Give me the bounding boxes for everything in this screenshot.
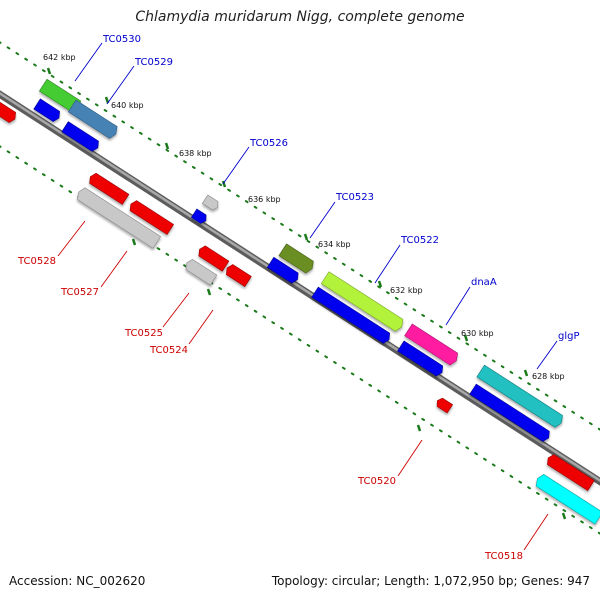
gene-label-reverse[interactable]: TC0525: [124, 328, 163, 339]
scale-label: 628 kbp: [532, 372, 565, 381]
cds-forward[interactable]: [266, 256, 300, 284]
cds-forward[interactable]: [190, 208, 208, 225]
gene-feature-olive[interactable]: [278, 243, 316, 275]
gene-feature-cyan[interactable]: [534, 473, 600, 525]
cds-reverse[interactable]: [87, 172, 130, 205]
gene-feature-red[interactable]: [0, 98, 18, 124]
accession-text: Accession: NC_002620: [9, 574, 146, 588]
gene-feature-gray[interactable]: [183, 258, 218, 286]
scale-label: 634 kbp: [318, 240, 351, 249]
cds-reverse[interactable]: [224, 263, 252, 287]
outer-tick-ring: [0, 41, 600, 431]
gene-label-forward[interactable]: TC0523: [335, 192, 374, 203]
scale-label: 640 kbp: [111, 101, 144, 110]
gene-label-forward[interactable]: dnaA: [471, 277, 497, 288]
inner-tick-ring: [0, 145, 600, 535]
gene-label-reverse[interactable]: TC0520: [357, 476, 396, 487]
gene-label-forward[interactable]: TC0529: [134, 57, 173, 68]
scale-label: 642 kbp: [43, 53, 76, 62]
cds-reverse[interactable]: [545, 453, 595, 492]
scale-label: 632 kbp: [390, 286, 423, 295]
forward-labels: TC0530 TC0529 TC0526 TC0523 TC0522 dnaA …: [102, 34, 580, 342]
gene-feature-pink[interactable]: [404, 323, 460, 367]
gene-feature-gray[interactable]: [75, 186, 162, 249]
cds-forward[interactable]: [61, 121, 101, 153]
gene-label-forward[interactable]: TC0530: [102, 34, 141, 45]
gene-label-reverse[interactable]: TC0518: [484, 551, 523, 562]
scale-label: 636 kbp: [248, 195, 281, 204]
scale-label: 638 kbp: [179, 149, 212, 158]
cds-forward[interactable]: [469, 383, 552, 443]
map-title: Chlamydia muridarum Nigg, complete genom…: [135, 9, 465, 25]
gene-features: [0, 78, 600, 525]
cds-reverse[interactable]: [196, 244, 230, 272]
forward-label-leaders: [74, 42, 558, 370]
genome-summary-text: Topology: circular; Length: 1,072,950 bp…: [271, 574, 590, 588]
gene-label-forward[interactable]: glgP: [558, 331, 580, 342]
gene-label-forward[interactable]: TC0522: [400, 235, 439, 246]
genome-backbone: [0, 90, 600, 486]
gene-feature-teal[interactable]: [476, 364, 565, 429]
cds-reverse[interactable]: [128, 199, 174, 235]
gene-feature-gray[interactable]: [201, 194, 220, 212]
reverse-label-leaders: [57, 220, 549, 551]
gene-label-forward[interactable]: TC0526: [249, 138, 288, 149]
scale-labels: 642 kbp 640 kbp 638 kbp 636 kbp 634 kbp …: [43, 53, 565, 381]
gene-feature-steelblue[interactable]: [67, 99, 119, 140]
gene-label-reverse[interactable]: TC0524: [149, 345, 188, 356]
cds-reverse[interactable]: [435, 396, 454, 414]
gene-label-reverse[interactable]: TC0527: [60, 287, 99, 298]
major-ticks: [46, 67, 567, 520]
reverse-labels: TC0528 TC0527 TC0525 TC0524 TC0520 TC051…: [17, 256, 523, 562]
cds-forward[interactable]: [397, 340, 446, 378]
cds-forward[interactable]: [311, 286, 392, 345]
cds-forward[interactable]: [33, 98, 62, 123]
gene-feature-lime[interactable]: [320, 271, 405, 333]
gene-label-reverse[interactable]: TC0528: [17, 256, 56, 267]
scale-label: 630 kbp: [461, 329, 494, 338]
